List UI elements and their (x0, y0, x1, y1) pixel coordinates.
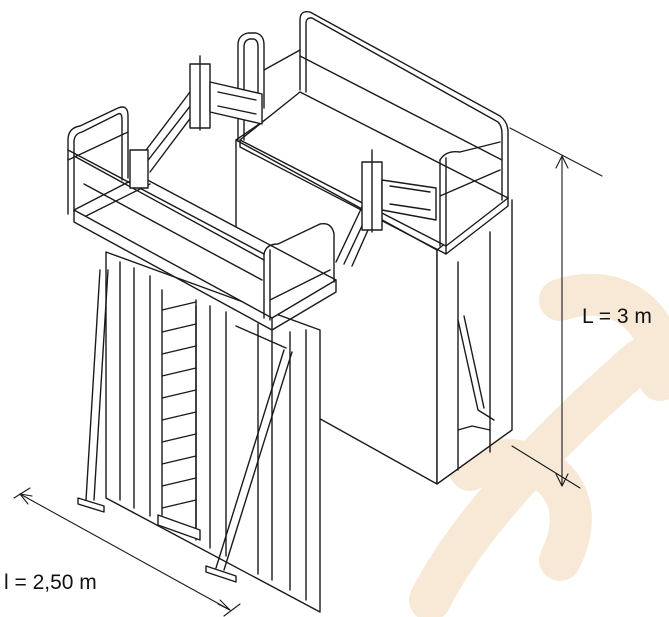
front-guardrail (67, 106, 335, 321)
rear-guardrail (237, 10, 509, 247)
front-support-braces (77, 269, 293, 583)
watermark (409, 273, 669, 617)
height-dimension-label: L = 3 m (582, 305, 652, 328)
front-adjustable-strut (129, 55, 263, 189)
width-dimension-label: l = 2,50 m (4, 571, 97, 594)
width-dimension-line (13, 487, 241, 617)
access-ladder (157, 289, 201, 541)
height-dimension-line (509, 127, 603, 489)
rear-adjustable-strut (335, 149, 437, 267)
